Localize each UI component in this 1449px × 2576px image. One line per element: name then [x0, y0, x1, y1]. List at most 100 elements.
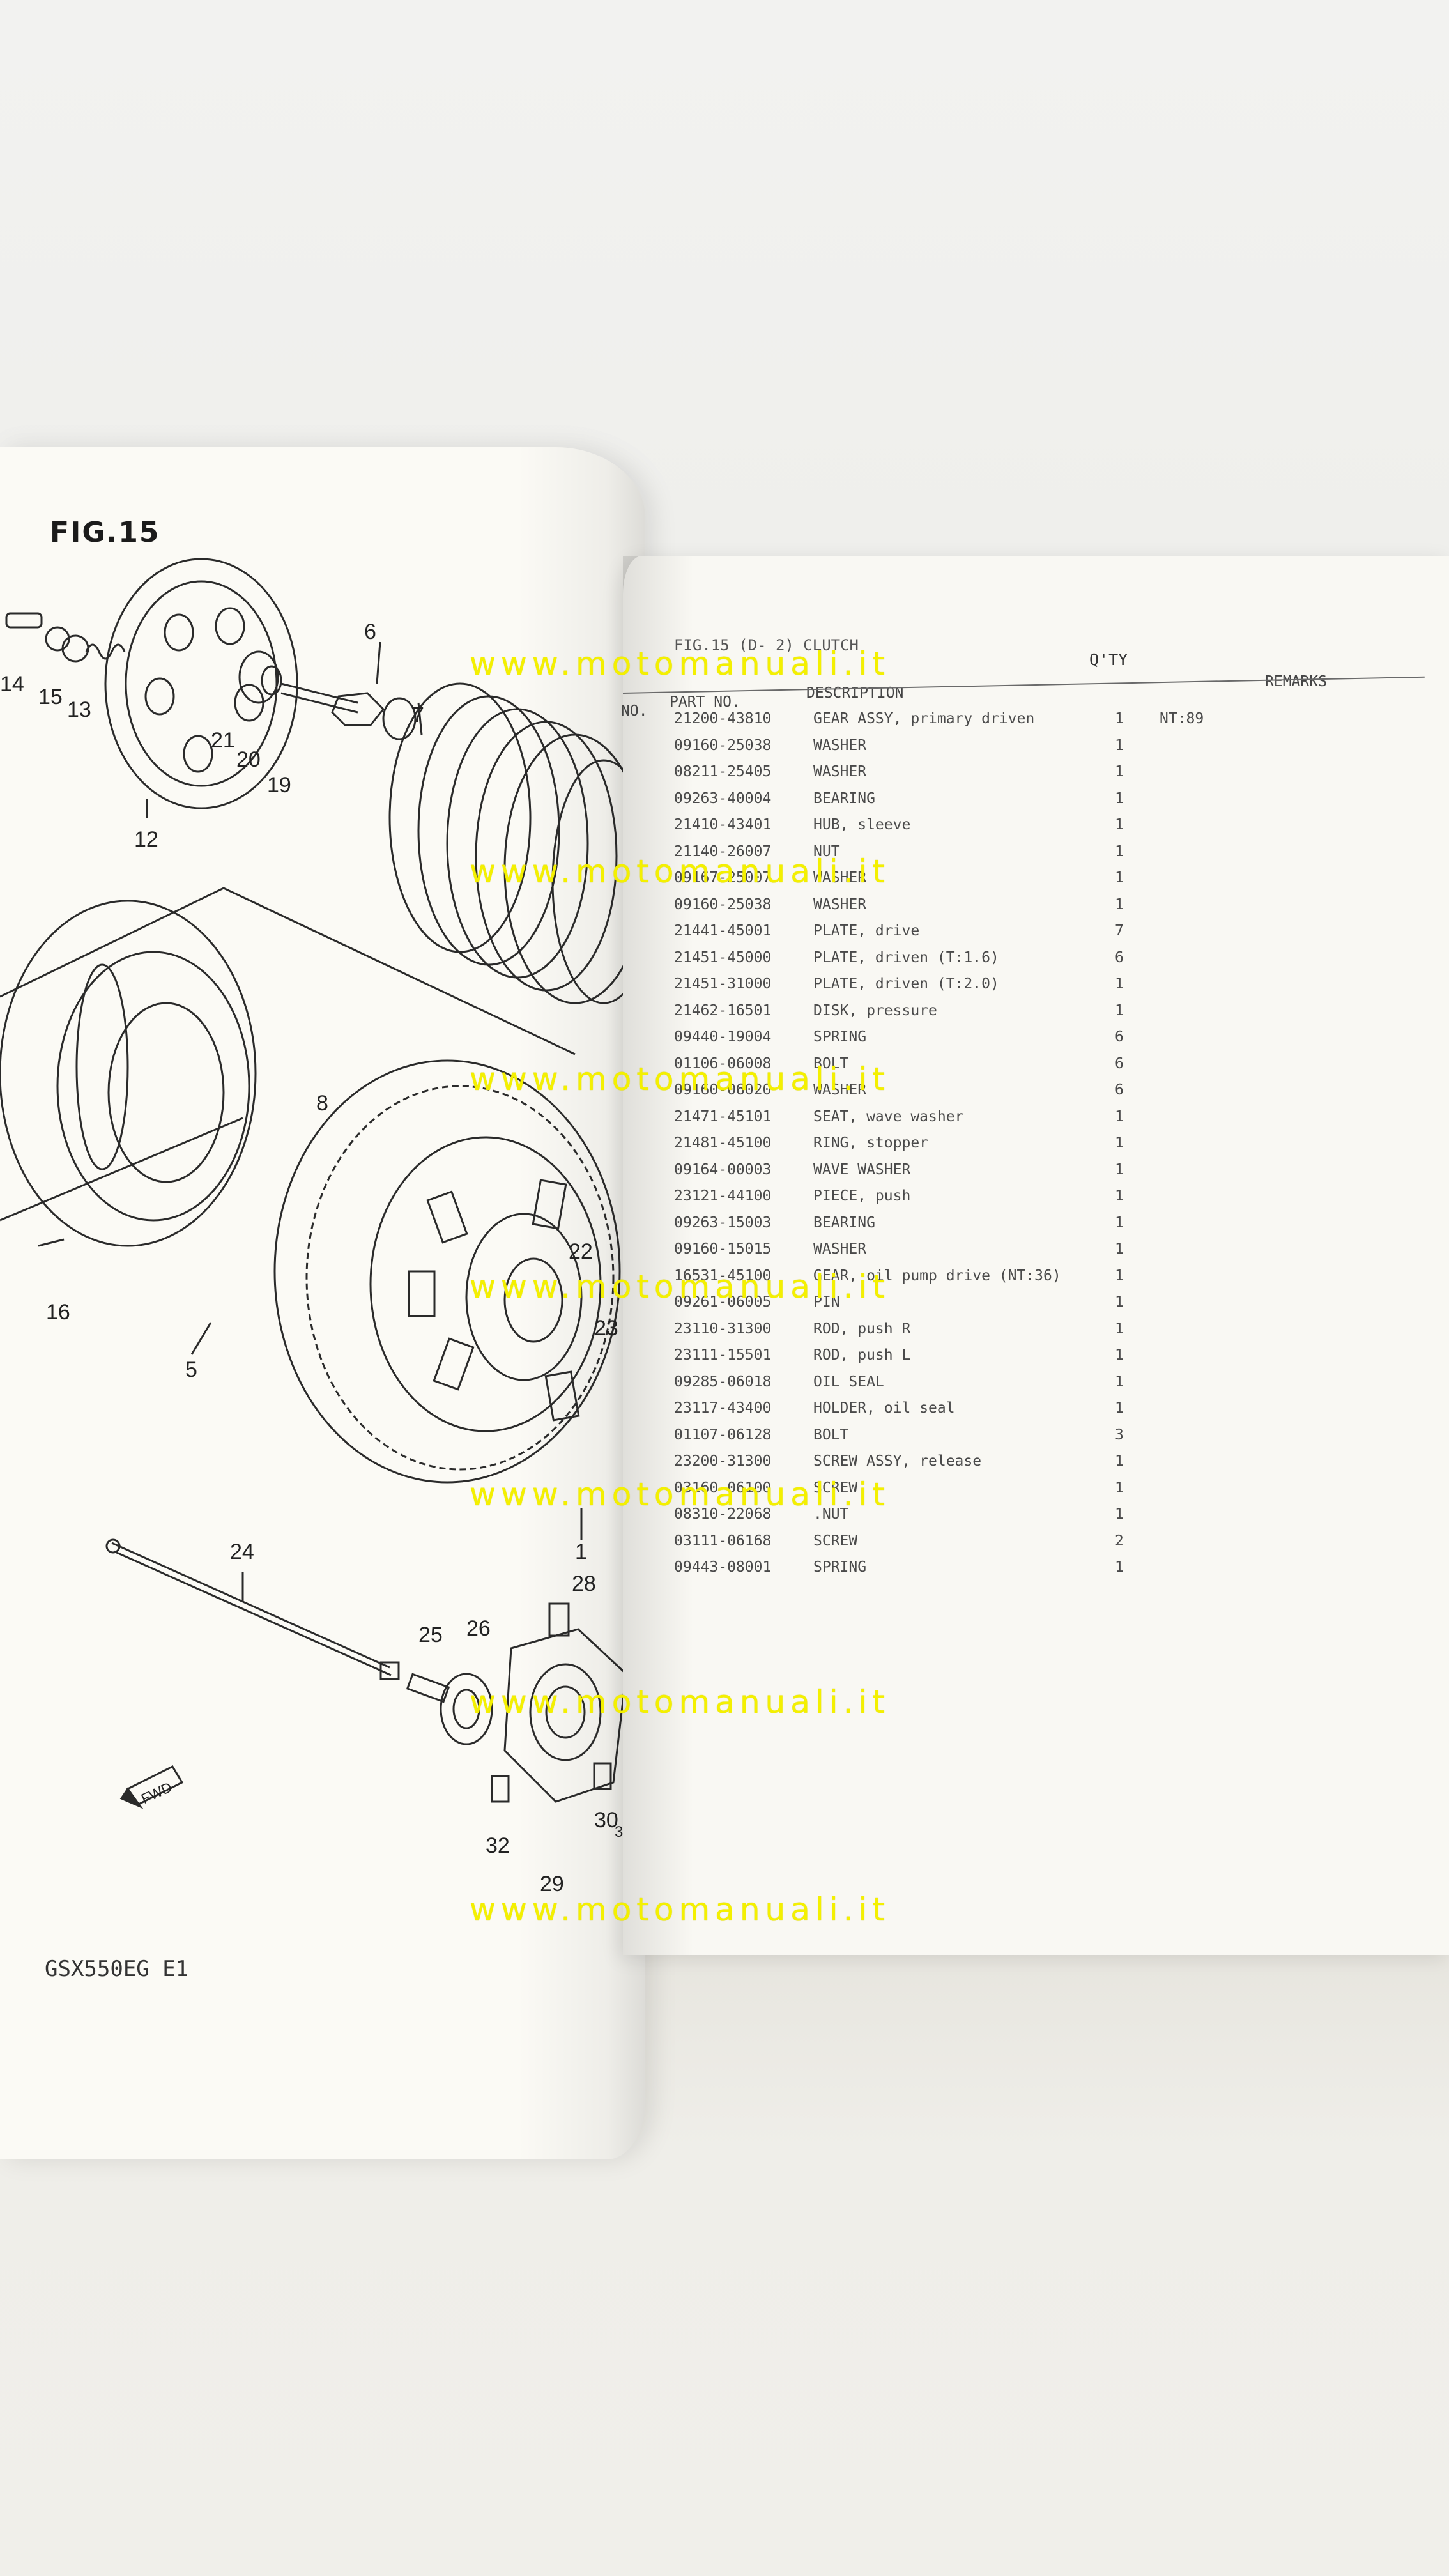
part-description: ROD, push R: [813, 1320, 911, 1337]
part-qty: 1: [1115, 1267, 1124, 1284]
part-description: SEAT, wave washer: [813, 1108, 964, 1125]
figure-title: FIG.15: [50, 516, 160, 549]
svg-text:26: 26: [466, 1616, 491, 1641]
part-qty: 6: [1115, 949, 1124, 966]
part-description: OIL SEAL: [813, 1373, 884, 1390]
part-number: 01106-06008: [674, 1055, 772, 1072]
part-description: SCREW: [813, 1532, 858, 1549]
part-number: 09285-06018: [674, 1373, 772, 1390]
model-code: GSX550EG E1: [45, 1956, 189, 1982]
part-qty: 1: [1115, 1506, 1124, 1522]
part-number: 16531-45100: [674, 1267, 772, 1284]
part-qty: 1: [1115, 1453, 1124, 1469]
part-description: WASHER: [813, 896, 867, 913]
part-number: 21451-45000: [674, 949, 772, 966]
part-qty: 1: [1115, 763, 1124, 780]
part-number: 09160-15015: [674, 1241, 772, 1257]
header-part-no: PART NO.: [670, 694, 740, 710]
svg-text:19: 19: [267, 773, 291, 797]
svg-text:6: 6: [364, 620, 376, 644]
part-description: BEARING: [813, 1214, 875, 1231]
svg-text:29: 29: [540, 1872, 564, 1896]
part-number: 21451-31000: [674, 976, 772, 992]
table-title: FIG.15 (D- 2) CLUTCH: [674, 636, 859, 654]
part-number: 21200-43810: [674, 710, 772, 727]
part-number: 03160-06100: [674, 1479, 772, 1496]
part-qty: 1: [1115, 1135, 1124, 1151]
part-number: 21462-16501: [674, 1002, 772, 1019]
part-qty: 1: [1115, 790, 1124, 807]
svg-text:25: 25: [418, 1623, 443, 1647]
part-number: 03111-06168: [674, 1532, 772, 1549]
part-description: HOLDER, oil seal: [813, 1400, 955, 1416]
right-page-gutter-shade: [623, 556, 693, 1955]
svg-text:28: 28: [572, 1572, 596, 1596]
part-number: 08211-25405: [674, 763, 772, 780]
part-qty: 2: [1115, 1532, 1124, 1549]
svg-text:7: 7: [412, 703, 424, 727]
svg-text:1: 1: [575, 1540, 587, 1564]
part-qty: 1: [1115, 1320, 1124, 1337]
watermark: www.motomanuali.it: [470, 853, 891, 890]
svg-text:14: 14: [0, 672, 24, 696]
part-description: SPRING: [813, 1559, 867, 1575]
table-row: 21471-45101 SEAT, wave washer 1: [674, 1108, 1249, 1135]
svg-text:16: 16: [46, 1300, 70, 1324]
svg-text:12: 12: [134, 827, 158, 852]
part-number: 21481-45100: [674, 1135, 772, 1151]
part-description: BOLT: [813, 1426, 849, 1443]
part-qty: 1: [1115, 843, 1124, 860]
part-number: 09443-08001: [674, 1559, 772, 1575]
part-qty: 1: [1115, 1214, 1124, 1231]
watermark: www.motomanuali.it: [470, 1476, 891, 1513]
part-qty: 1: [1115, 1108, 1124, 1125]
part-qty: 1: [1115, 737, 1124, 754]
svg-text:20: 20: [236, 747, 261, 772]
part-number: 09160-25038: [674, 896, 772, 913]
svg-text:32: 32: [486, 1834, 510, 1858]
part-number: 21140-26007: [674, 843, 772, 860]
part-qty: 1: [1115, 896, 1124, 913]
watermark: www.motomanuali.it: [470, 1683, 891, 1721]
svg-text:22: 22: [569, 1239, 593, 1264]
part-description: PIECE, push: [813, 1188, 911, 1204]
push-piece-bearing: [406, 1673, 493, 1745]
part-description: RING, stopper: [813, 1135, 929, 1151]
part-description: WAVE WASHER: [813, 1161, 911, 1178]
fwd-arrow-icon: [119, 1765, 184, 1809]
part-description: WASHER: [813, 737, 867, 754]
part-description: PLATE, driven (T:1.6): [813, 949, 999, 966]
part-number: 23200-31300: [674, 1453, 772, 1469]
pressure-disk: [0, 900, 257, 1247]
header-description: DESCRIPTION: [806, 685, 904, 702]
svg-text:5: 5: [185, 1358, 197, 1382]
part-number: 09263-40004: [674, 790, 772, 807]
part-qty: 6: [1115, 1082, 1124, 1098]
part-description: GEAR ASSY, primary driven: [813, 710, 1035, 727]
watermark: www.motomanuali.it: [470, 1891, 891, 1928]
part-description: WASHER: [813, 1241, 867, 1257]
part-description: PLATE, driven (T:2.0): [813, 976, 999, 992]
part-qty: 1: [1115, 1294, 1124, 1310]
part-description: HUB, sleeve: [813, 816, 911, 833]
part-qty: 1: [1115, 816, 1124, 833]
part-number: 21471-45101: [674, 1108, 772, 1125]
